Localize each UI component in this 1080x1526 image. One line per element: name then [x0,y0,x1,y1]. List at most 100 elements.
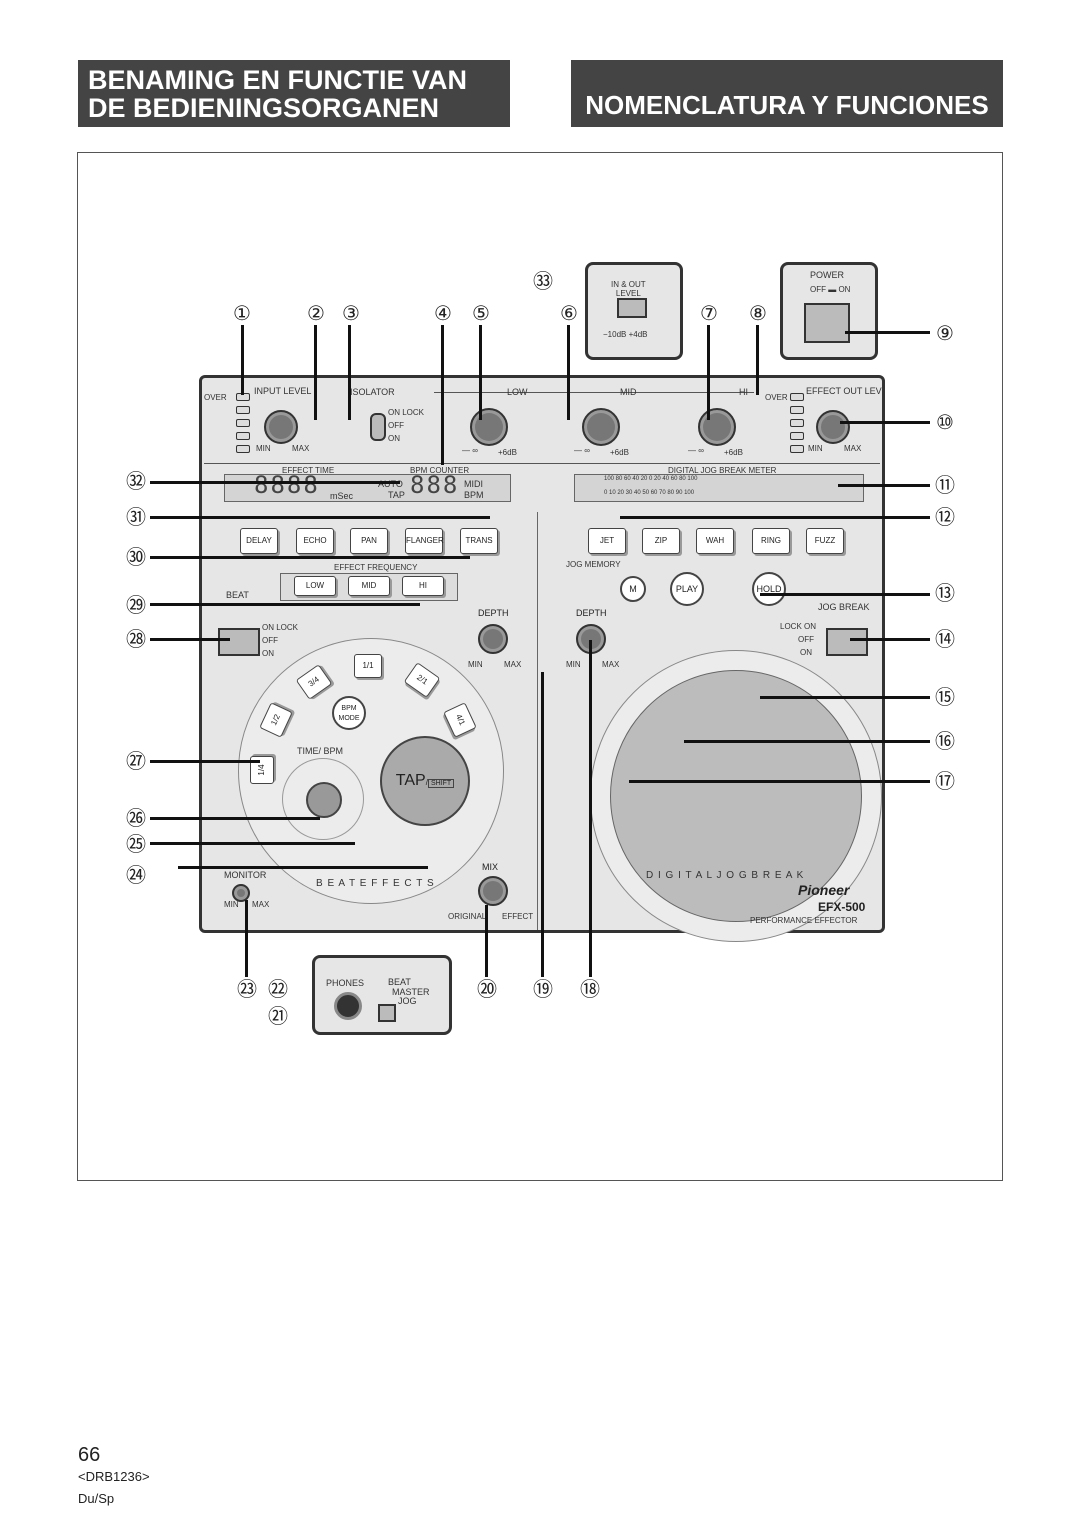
jog-depth-max: MAX [602,660,620,669]
input-level-knob[interactable] [264,410,298,444]
leader-20 [485,905,488,977]
section-divider [537,512,538,930]
digital-jog-wheel[interactable] [610,670,862,922]
bpm-mode-button[interactable]: BPM MODE [332,696,366,730]
leader-9 [845,331,930,334]
leader-11 [838,484,930,487]
monitor-knob[interactable] [232,884,250,902]
callout-1: ① [233,301,251,325]
hold-button[interactable]: HOLD [752,572,786,606]
leader-14 [850,638,930,641]
power-inset [780,262,878,360]
beat-1-1-button[interactable]: 1/1 [354,654,382,678]
phones-inset [312,955,452,1035]
zip-button[interactable]: ZIP [642,528,680,554]
flanger-button[interactable]: FLANGER [405,528,444,554]
jog-label: JOG [398,996,417,1006]
pioneer-logo: Pioneer [798,882,850,898]
meter-bottom-scale: 0 10 20 30 40 50 60 70 80 90 100 [604,490,695,496]
jog-memory-button[interactable]: M [620,576,646,602]
out-max-label: MAX [844,444,862,453]
time-bpm-label: TIME/ BPM [297,746,344,756]
freq-low-button[interactable]: LOW [294,576,336,596]
phones-label: PHONES [326,978,365,988]
max-label: MAX [292,444,310,453]
effect-label: EFFECT [502,912,534,921]
leader-13 [760,593,930,596]
mid-max: +6dB [610,448,629,457]
hi-min: — ∞ [688,446,704,455]
mid-knob[interactable] [582,408,620,446]
jog-break-switch[interactable] [826,628,868,656]
callout-27: ㉗ [126,749,146,773]
leader-25 [150,842,355,845]
mid-label: MID [620,387,637,397]
isolator-switch[interactable] [370,413,386,441]
meter-top-scale: 100 80 60 40 20 0 20 40 60 80 100 [604,476,698,482]
beat-label: BEAT [388,977,411,987]
freq-mid-button[interactable]: MID [348,576,390,596]
echo-button[interactable]: ECHO [296,528,334,554]
callout-11: ⑪ [935,473,955,497]
leader-17 [629,780,930,783]
bpm-label: BPM [464,490,484,500]
callout-6: ⑥ [560,301,578,325]
tap-shift-button[interactable]: TAP/SHIFT [380,736,470,826]
callout-4: ④ [434,301,452,325]
beat-on: ON [262,649,274,658]
depth-label-beat: DEPTH [478,608,509,618]
leader-2 [314,325,317,420]
pan-button[interactable]: PAN [350,528,388,554]
callout-32: ㉜ [126,469,146,493]
leader-29 [150,603,420,606]
callout-24: ㉔ [126,863,146,887]
isolator-on: ON [388,434,400,443]
freq-hi-button[interactable]: HI [402,576,444,596]
fuzz-button[interactable]: FUZZ [806,528,844,554]
leader-24 [178,866,428,869]
jet-button[interactable]: JET [588,528,626,554]
jog-break-meter-label: DIGITAL JOG BREAK METER [668,466,777,475]
monitor-min: MIN [224,900,239,909]
ring-button[interactable]: RING [752,528,790,554]
power-button[interactable] [804,303,850,343]
min-label: MIN [256,444,271,453]
callout-21: ㉑ [268,1004,288,1028]
trans-button[interactable]: TRANS [460,528,498,554]
monitor-label: MONITOR [224,870,267,880]
callout-2: ② [307,301,325,325]
beat-depth-knob[interactable] [478,624,508,654]
phones-jack[interactable] [334,992,362,1020]
wah-button[interactable]: WAH [696,528,734,554]
monitor-select-switch[interactable] [378,1004,396,1022]
beat-effects-switch[interactable] [218,628,260,656]
time-bpm-button[interactable] [306,782,342,818]
leader-31 [150,516,490,519]
hi-knob[interactable] [698,408,736,446]
performance-effector-label: PERFORMANCE EFFECTOR [750,916,858,925]
mid-min: — ∞ [574,446,590,455]
out-led [790,406,804,414]
mix-knob[interactable] [478,876,508,906]
low-knob[interactable] [470,408,508,446]
isolator-line [434,392,754,393]
power-label: POWER [810,270,845,280]
in-out-level-switch[interactable] [617,298,647,318]
diagram-frame [77,152,1003,1181]
callout-7: ⑦ [700,301,718,325]
monitor-max: MAX [252,900,270,909]
low-max: +6dB [498,448,517,457]
callout-22: ㉒ [268,977,288,1001]
out-min-label: MIN [808,444,823,453]
input-level-label: INPUT LEVEL [254,386,312,396]
play-button[interactable]: PLAY [670,572,704,606]
delay-button[interactable]: DELAY [240,528,278,554]
dutch-title-line1: BENAMING EN FUNCTIE VAN [88,65,468,95]
callout-8: ⑧ [749,301,767,325]
effect-time-label: EFFECT TIME [282,466,335,475]
jog-on: ON [800,648,812,657]
beat-off: OFF [262,636,278,645]
effect-out-level-knob[interactable] [816,410,850,444]
midi-label: MIDI [464,479,483,489]
mix-label: MIX [482,862,499,872]
